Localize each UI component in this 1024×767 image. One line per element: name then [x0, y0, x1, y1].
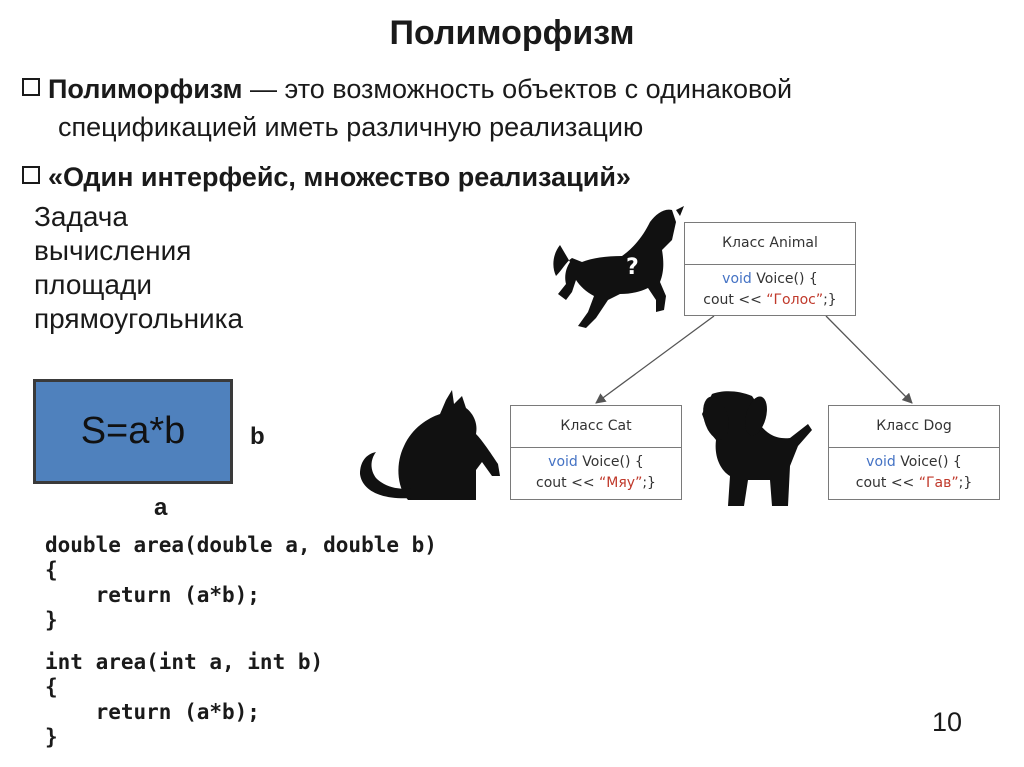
task-line: вычисления — [34, 235, 192, 266]
code-line: double area(double a, double b) — [45, 533, 437, 557]
page-number: 10 — [931, 707, 962, 737]
bullet-definition: Полиморфизм — это возможность объектов с… — [22, 70, 1022, 146]
uml-end: ;} — [642, 475, 656, 491]
bullet-text: — это возможность объектов с одинаковой — [242, 74, 793, 104]
uml-string: “Гав” — [918, 475, 959, 491]
uml-cout: cout << — [536, 475, 600, 491]
uml-class-cat: Класс Cat void Voice() { cout << “Мяу”;} — [510, 405, 682, 500]
bullet-continuation: спецификацией иметь различную реализацию — [58, 112, 644, 142]
uml-class-animal: Класс Animal void Voice() { cout << “Гол… — [684, 222, 856, 316]
code-line: return (a*b); — [45, 583, 260, 607]
dog-silhouette-icon — [702, 391, 812, 506]
code-line: } — [45, 725, 58, 749]
uml-header: Класс Dog — [829, 406, 999, 448]
task-line: площади — [34, 269, 152, 300]
code-line: return (a*b); — [45, 700, 260, 724]
code-line: { — [45, 558, 58, 582]
cat-silhouette-icon — [360, 390, 500, 500]
bullet-motto: «Один интерфейс, множество реализаций» — [22, 158, 631, 196]
uml-keyword: void — [722, 271, 752, 287]
bullet-square-icon — [22, 78, 40, 96]
uml-body: void Voice() { cout << “Мяу”;} — [511, 448, 681, 494]
slide-title: Полиморфизм — [389, 14, 635, 52]
uml-string: “Голос” — [766, 292, 824, 308]
area-formula: S=a*b — [80, 410, 186, 452]
uml-string: “Мяу” — [599, 475, 643, 491]
uml-method: Voice() { — [751, 271, 818, 287]
uml-cout: cout << — [703, 292, 767, 308]
side-b-label: b — [250, 423, 265, 450]
uml-method: Voice() { — [577, 454, 644, 470]
uml-header: Класс Animal — [685, 223, 855, 265]
task-line: прямоугольника — [34, 303, 244, 334]
bullet-term: Полиморфизм — [48, 74, 243, 104]
question-mark: ? — [626, 255, 639, 280]
arrow-animal-to-cat — [595, 315, 715, 404]
code-block-double: double area(double a, double b){ return … — [45, 533, 437, 633]
uml-method: Voice() { — [895, 454, 962, 470]
task-description: Задача вычисления площади прямоугольника — [34, 200, 243, 336]
arrow-animal-to-dog — [825, 315, 913, 404]
code-line: } — [45, 608, 58, 632]
code-line: int area(int a, int b) — [45, 650, 324, 674]
code-block-int: int area(int a, int b){ return (a*b);} — [45, 650, 323, 750]
bullet-motto-text: «Один интерфейс, множество реализаций» — [48, 162, 631, 192]
bullet-square-icon — [22, 166, 40, 184]
uml-keyword: void — [866, 454, 896, 470]
uml-header: Класс Cat — [511, 406, 681, 448]
uml-body: void Voice() { cout << “Голос”;} — [685, 265, 855, 311]
uml-end: ;} — [823, 292, 837, 308]
uml-cout: cout << — [855, 475, 919, 491]
uml-end: ;} — [958, 475, 973, 491]
task-line: Задача — [34, 201, 128, 232]
side-a-label: a — [154, 494, 168, 521]
rectangle-figure — [33, 379, 233, 484]
uml-class-dog: Класс Dog void Voice() { cout << “Гав”;} — [828, 405, 1000, 500]
horse-silhouette-icon: ? — [553, 206, 684, 328]
code-line: { — [45, 675, 58, 699]
uml-keyword: void — [548, 454, 578, 470]
uml-body: void Voice() { cout << “Гав”;} — [829, 448, 999, 494]
